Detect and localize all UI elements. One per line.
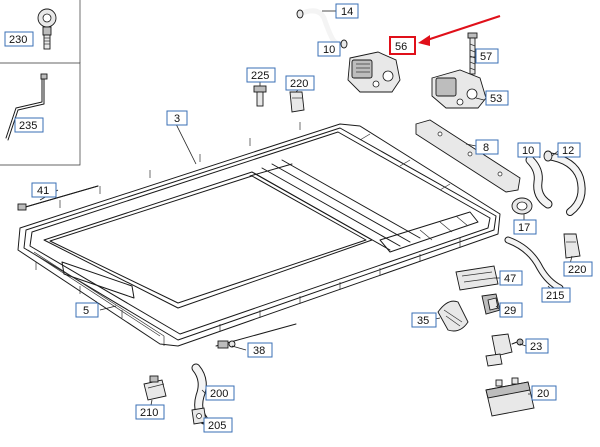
tag-41[interactable]: 41 xyxy=(31,182,57,198)
tag-235-label: 235 xyxy=(19,120,37,132)
tag-220-lower[interactable]: 220 xyxy=(563,261,593,277)
tag-12-label: 12 xyxy=(562,145,574,157)
drain-hose-right xyxy=(525,150,586,216)
control-box-part xyxy=(485,377,535,417)
tag-29[interactable]: 29 xyxy=(499,302,523,318)
tag-215-label: 215 xyxy=(546,290,564,302)
tag-38[interactable]: 38 xyxy=(247,342,273,358)
rail-bracket-part xyxy=(415,119,521,193)
lower-hose-part xyxy=(504,236,564,292)
tag-12[interactable]: 12 xyxy=(557,142,581,158)
tag-3[interactable]: 3 xyxy=(166,110,188,126)
retainer-clip-part xyxy=(481,293,501,315)
sunroof-motor-part xyxy=(347,51,401,93)
tag-17-label: 17 xyxy=(518,222,530,234)
tag-17[interactable]: 17 xyxy=(513,219,537,235)
clip-part-lower xyxy=(563,233,581,259)
fitting-part xyxy=(143,375,167,401)
second-motor-part xyxy=(431,69,487,109)
tag-230[interactable]: 230 xyxy=(4,31,34,47)
grommet-part xyxy=(511,197,533,215)
sunroof-frame-assembly xyxy=(17,122,501,347)
crank-rod-part xyxy=(5,73,48,141)
small-bolt-part xyxy=(253,85,267,107)
clip-part-upper xyxy=(289,91,305,113)
tag-35-label: 35 xyxy=(417,315,429,327)
tag-210-label: 210 xyxy=(140,407,158,419)
tag-225-label: 225 xyxy=(251,70,269,82)
tag-215[interactable]: 215 xyxy=(541,287,571,303)
tag-10-upper[interactable]: 10 xyxy=(317,41,341,57)
eye-bolt-part xyxy=(37,8,57,50)
tag-57-label: 57 xyxy=(480,51,492,63)
tag-29-label: 29 xyxy=(504,305,516,317)
tag-20-label: 20 xyxy=(537,388,549,400)
tag-220-lower-label: 220 xyxy=(568,264,586,276)
tag-14-label: 14 xyxy=(341,6,353,18)
tag-56-label: 56 xyxy=(395,41,407,53)
tag-10-lower-label: 10 xyxy=(522,145,534,157)
tag-10-upper-label: 10 xyxy=(323,44,335,56)
tag-23-label: 23 xyxy=(530,341,542,353)
tag-235[interactable]: 235 xyxy=(14,117,44,133)
inset-frame xyxy=(0,62,81,166)
tag-200-label: 200 xyxy=(210,388,228,400)
tag-210[interactable]: 210 xyxy=(135,404,165,420)
tag-205-label: 205 xyxy=(208,420,226,432)
tag-47-label: 47 xyxy=(504,273,516,285)
tag-20[interactable]: 20 xyxy=(531,385,557,401)
tag-225[interactable]: 225 xyxy=(246,67,276,83)
tag-57[interactable]: 57 xyxy=(475,48,499,64)
tag-5-label: 5 xyxy=(83,305,89,317)
tag-53[interactable]: 53 xyxy=(485,90,509,106)
tag-220-upper-label: 220 xyxy=(290,78,308,90)
tag-53-label: 53 xyxy=(490,93,502,105)
cable-part xyxy=(215,323,297,349)
tag-35[interactable]: 35 xyxy=(411,312,437,328)
tag-14[interactable]: 14 xyxy=(335,3,359,19)
tag-47[interactable]: 47 xyxy=(499,270,523,286)
tag-220-upper[interactable]: 220 xyxy=(285,75,315,91)
screw-part xyxy=(467,32,478,75)
mount-bracket-part xyxy=(455,265,499,291)
rod-part xyxy=(17,185,99,211)
tag-230-label: 230 xyxy=(9,34,27,46)
tag-41-label: 41 xyxy=(37,185,49,197)
tag-8-label: 8 xyxy=(483,142,489,154)
tag-8[interactable]: 8 xyxy=(475,139,499,155)
tag-200[interactable]: 200 xyxy=(205,385,235,401)
gear-segment-part xyxy=(437,300,469,332)
highlight-arrow xyxy=(418,14,501,46)
tag-205[interactable]: 205 xyxy=(203,417,233,433)
tag-23[interactable]: 23 xyxy=(525,338,549,354)
tag-56[interactable]: 56 xyxy=(389,36,416,55)
tag-10-lower[interactable]: 10 xyxy=(517,142,541,158)
hinge-part xyxy=(485,333,524,367)
tag-5[interactable]: 5 xyxy=(75,302,99,318)
tag-3-label: 3 xyxy=(174,113,180,125)
tag-38-label: 38 xyxy=(253,345,265,357)
